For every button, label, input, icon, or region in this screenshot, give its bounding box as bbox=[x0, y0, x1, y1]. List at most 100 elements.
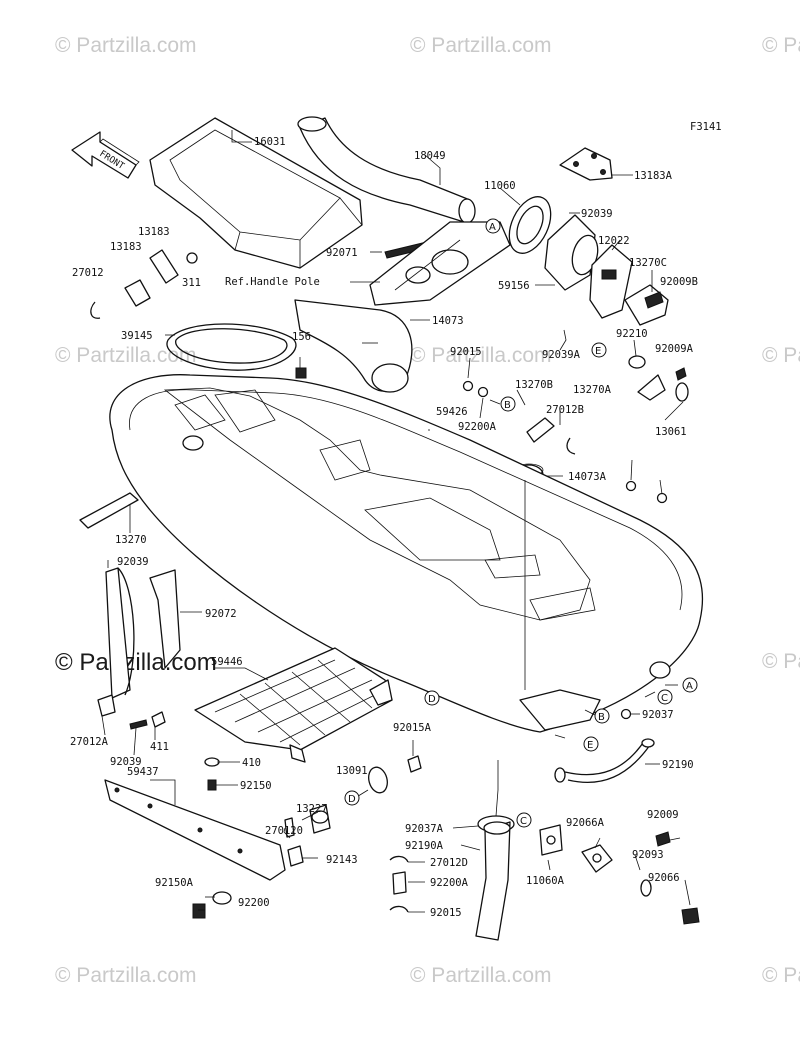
svg-text:B: B bbox=[598, 712, 605, 723]
seal-14073 bbox=[294, 299, 413, 393]
callout-A: A bbox=[485, 218, 501, 234]
svg-text:A: A bbox=[686, 681, 693, 692]
callout-C: C bbox=[516, 812, 532, 828]
part-label: 13183 bbox=[110, 241, 142, 253]
part-label: 92015 bbox=[450, 346, 482, 358]
part-label: 92039 bbox=[581, 208, 613, 220]
part-label: 59156 bbox=[498, 280, 530, 292]
part-label: 12022 bbox=[598, 235, 630, 247]
housing-59156 bbox=[544, 214, 599, 291]
hull-59426 bbox=[109, 374, 704, 733]
part-label: 92200A bbox=[430, 877, 469, 889]
watermark: © Partzilla.com bbox=[410, 344, 552, 367]
bolt-156 bbox=[295, 367, 307, 379]
part-label: 92037 bbox=[642, 709, 674, 721]
part-label: 27012 bbox=[72, 267, 104, 279]
storage-tray-16031 bbox=[149, 117, 363, 269]
part-label: 13270B bbox=[515, 379, 553, 391]
part-label: 92072 bbox=[205, 608, 237, 620]
part-label: 92143 bbox=[326, 854, 358, 866]
part-label: 14073A bbox=[568, 471, 607, 483]
part-label: 92093 bbox=[632, 849, 664, 861]
part-label: 27012B bbox=[546, 404, 584, 416]
callout-D: D bbox=[424, 690, 440, 706]
watermark: © Partzilla.com bbox=[762, 344, 800, 367]
callout-E: E bbox=[591, 342, 607, 358]
hardware-lower-right bbox=[581, 831, 700, 925]
part-label: 92066A bbox=[566, 817, 605, 829]
part-label: 92039A bbox=[542, 349, 581, 361]
part-label: 14073 bbox=[432, 315, 464, 327]
part-label: 92009 bbox=[647, 809, 679, 821]
clamp-27012A bbox=[97, 694, 116, 717]
grate-59446 bbox=[194, 647, 393, 763]
svg-text:E: E bbox=[595, 346, 601, 357]
part-label: 92009A bbox=[655, 343, 694, 355]
part-label: 92015A bbox=[393, 722, 432, 734]
callout-B: B bbox=[594, 708, 610, 724]
part-label: 92190 bbox=[662, 759, 694, 771]
clamp-92037 bbox=[389, 855, 409, 913]
pipe-27012D bbox=[554, 708, 655, 784]
part-label: 411 bbox=[150, 741, 169, 753]
watermark: © Partzilla.com bbox=[55, 34, 197, 57]
watermark: © Partzilla.com bbox=[762, 650, 800, 673]
part-label: 11060A bbox=[526, 875, 565, 887]
part-label: 13061 bbox=[655, 426, 687, 438]
figure-id: F3141 bbox=[690, 121, 722, 133]
part-label: 13183A bbox=[634, 170, 673, 182]
part-label: 13183 bbox=[138, 226, 170, 238]
watermark: © Partzilla.com bbox=[762, 34, 800, 57]
skid-plate-59437 bbox=[104, 779, 286, 881]
part-label: 92210 bbox=[616, 328, 648, 340]
part-label: 27012D bbox=[430, 857, 468, 869]
cover-12022 bbox=[589, 244, 633, 319]
ref-label: Ref.Handle Pole bbox=[225, 276, 320, 288]
part-label: 92150 bbox=[240, 780, 272, 792]
part-label: 92066 bbox=[648, 872, 680, 884]
part-label: 39145 bbox=[121, 330, 153, 342]
callout-A: A bbox=[682, 677, 698, 693]
svg-text:B: B bbox=[504, 400, 511, 411]
part-label: 13270 bbox=[115, 534, 147, 546]
clamp-27012 bbox=[90, 301, 101, 319]
part-label: 92039 bbox=[110, 756, 142, 768]
svg-text:D: D bbox=[428, 694, 436, 705]
watermark: © Partzilla.com bbox=[55, 344, 197, 367]
bracket-13270C bbox=[624, 284, 669, 326]
bracket-92072 bbox=[105, 567, 181, 699]
hardware-center bbox=[284, 755, 422, 838]
part-label: 311 bbox=[182, 277, 201, 289]
svg-text:E: E bbox=[587, 740, 593, 751]
pipe-92190A bbox=[475, 815, 515, 941]
deck-hatch bbox=[369, 221, 511, 306]
part-label: 59437 bbox=[127, 766, 159, 778]
part-label: 27012A bbox=[70, 736, 109, 748]
callout-E: E bbox=[583, 736, 599, 752]
plate-13183A bbox=[559, 147, 613, 181]
part-label: 92039 bbox=[117, 556, 149, 568]
svg-text:C: C bbox=[520, 816, 527, 827]
hardware-skid bbox=[192, 845, 304, 919]
bracket-13270 bbox=[79, 492, 139, 529]
intake-duct-18049 bbox=[297, 116, 476, 224]
part-label: 11060 bbox=[484, 180, 516, 192]
part-label: 270120 bbox=[265, 825, 303, 837]
gasket-11060 bbox=[508, 196, 552, 254]
part-label: 59426 bbox=[436, 406, 468, 418]
part-label: 13091 bbox=[336, 765, 368, 777]
watermark: © Partzilla.com bbox=[55, 964, 197, 987]
strap-13183 bbox=[124, 249, 198, 307]
leader-lines bbox=[101, 130, 691, 913]
part-label: 16031 bbox=[254, 136, 286, 148]
part-label: 13227 bbox=[296, 803, 328, 815]
part-label: 18049 bbox=[414, 150, 446, 162]
part-label: 92015 bbox=[430, 907, 462, 919]
part-labels: 16031 18049 13183A 11060 92039 92071 120… bbox=[70, 136, 698, 919]
part-label: 92071 bbox=[326, 247, 358, 259]
callouts: A E B D B E C A bbox=[344, 218, 698, 828]
watermark: © Partzilla.com bbox=[410, 34, 552, 57]
callout-B: B bbox=[500, 396, 516, 412]
svg-text:D: D bbox=[348, 794, 356, 805]
